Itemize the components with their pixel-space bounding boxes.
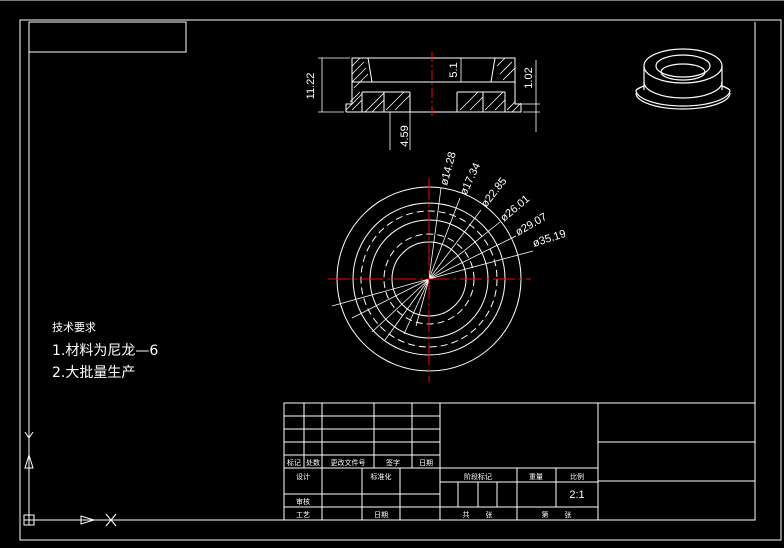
tb-sheets: 张 [486, 510, 493, 519]
top-view [328, 178, 534, 382]
tb-change-file: 更改文件号 [331, 458, 366, 467]
tb-date: 日期 [419, 459, 433, 467]
tb-sheet-no-2: 张 [565, 510, 572, 519]
tb-stage-mark: 阶段标记 [464, 472, 492, 481]
tb-scale-value: 2:1 [569, 489, 584, 501]
drawing-code-box [28, 21, 187, 53]
tb-weight: 重量 [529, 473, 543, 481]
tb-count: 处数 [306, 458, 320, 467]
tb-review: 审核 [296, 497, 310, 506]
section-view [318, 52, 540, 150]
section-outer-profile [345, 57, 522, 113]
tb-scale: 比例 [570, 472, 584, 481]
tb-sign: 签字 [386, 458, 400, 467]
tb-total: 共 [463, 510, 470, 519]
dia-label-3: ø22.85 [479, 175, 510, 209]
tech-requirements-title: 技术要求 [52, 321, 96, 334]
title-block-text: 标记 处数 更改文件号 签字 日期 设计 标准化 审核 工艺 日期 阶段标记 重… [287, 458, 585, 519]
sheet-outer-frame [19, 19, 782, 541]
section-hatching [345, 57, 522, 113]
dim-bore-depth: 4.59 [399, 125, 411, 146]
tech-requirement-2: 2.大批量生产 [52, 365, 135, 381]
tb-standardization: 标准化 [371, 472, 392, 481]
dia-label-1: ø14.28 [438, 151, 458, 187]
tb-process-date: 日期 [374, 511, 388, 519]
dia-label-2: ø17.34 [458, 161, 483, 197]
tech-requirement-1: 1.材料为尼龙—6 [52, 343, 158, 359]
title-block [283, 402, 756, 521]
tb-sheet-no: 第 [542, 510, 549, 519]
diameter-leaders [331, 187, 534, 341]
window-top-border [0, 0, 784, 1]
tb-process: 工艺 [296, 511, 310, 519]
dim-height: 11.22 [305, 73, 317, 100]
tb-mark: 标记 [287, 458, 301, 467]
tb-design: 设计 [296, 472, 310, 481]
isometric-preview [635, 48, 731, 110]
diameter-labels: ø14.28 ø17.34 ø22.85 ø26.01 ø29.07 ø35.1… [438, 151, 567, 250]
sheet-inner-frame [28, 22, 756, 521]
ucs-icon[interactable] [23, 431, 117, 527]
dim-flange: 1.02 [523, 67, 535, 88]
dim-step: 5.1 [448, 62, 460, 77]
dia-label-6: ø35.19 [531, 228, 567, 250]
